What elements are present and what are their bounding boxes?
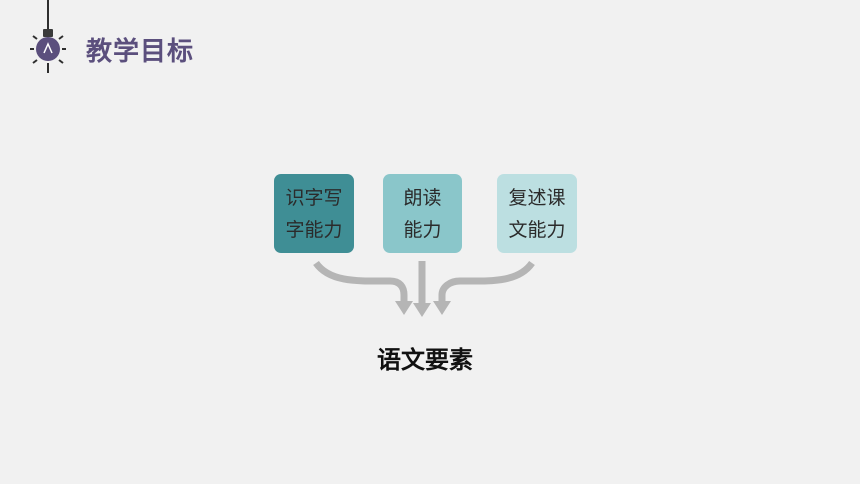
arrow-right-head [433, 301, 451, 315]
arrow-left [313, 260, 408, 303]
ability-box-line: 字能力 [285, 218, 343, 241]
ability-box-line: 识字写 [285, 186, 343, 209]
ability-box-line: 复述课 [508, 186, 566, 209]
converging-arrows-icon [313, 260, 535, 317]
ability-box-retelling: 复述课 文能力 [497, 174, 577, 253]
page-title: 教学目标 [86, 37, 195, 67]
lightbulb-icon [30, 0, 66, 73]
arrow-right [438, 260, 535, 303]
ability-box-line: 文能力 [508, 218, 566, 241]
ability-box-literacy: 识字写 字能力 [274, 174, 354, 253]
ability-box-line: 朗读 [403, 186, 442, 209]
ability-box-reading: 朗读 能力 [383, 174, 462, 253]
arrow-left-head [395, 301, 413, 315]
arrow-center-head [413, 303, 431, 317]
ability-box-line: 能力 [403, 218, 442, 241]
conclusion-label: 语文要素 [377, 346, 473, 374]
